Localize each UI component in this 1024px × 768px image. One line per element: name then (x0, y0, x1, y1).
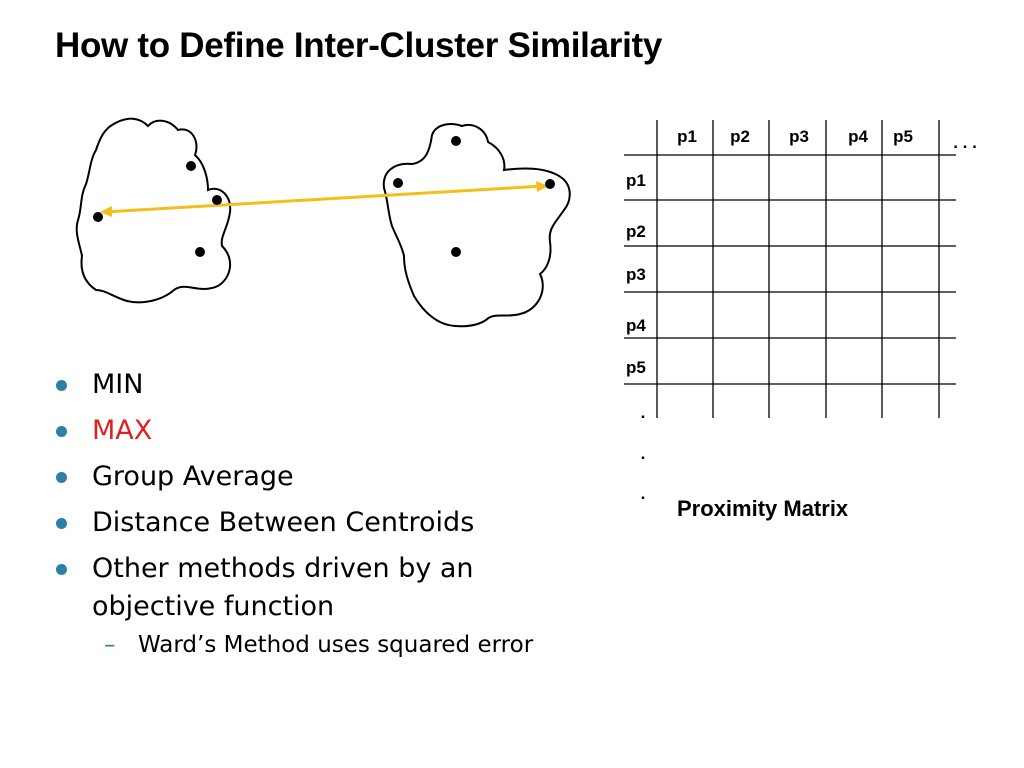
bullet-text: Distance Between Centroids (92, 507, 475, 538)
bullet-text: Group Average (92, 461, 294, 492)
row-ellipsis-dot: . (641, 403, 646, 422)
sub-bullet-item: – Ward’s Method uses squared error (92, 630, 658, 660)
bullet-item: Distance Between Centroids (55, 504, 572, 542)
bullet-text: Other methods driven by an objective fun… (92, 553, 474, 622)
col-header: p5 (893, 127, 913, 146)
bullet-dot-icon (56, 380, 67, 391)
col-header: p4 (848, 127, 868, 146)
bullet-text: MIN (92, 369, 144, 400)
col-header: p1 (677, 127, 697, 146)
dash-icon: – (104, 632, 116, 658)
bullet-item: MIN (55, 366, 572, 404)
bullet-item: Group Average (55, 458, 572, 496)
data-point (212, 195, 222, 205)
row-ellipsis-dot: . (641, 484, 646, 503)
row-header: p5 (626, 358, 646, 377)
cluster-left-outline (75, 117, 232, 304)
max-distance-line (103, 184, 545, 214)
data-point (93, 212, 103, 222)
sub-bullet-text: Ward’s Method uses squared error (138, 632, 534, 658)
cluster-right-outline (382, 123, 571, 328)
row-ellipsis-dot: . (641, 444, 646, 463)
data-point (186, 161, 196, 171)
sub-bullet-list: – Ward’s Method uses squared error (92, 630, 572, 660)
bullet-item: MAX (55, 412, 572, 450)
row-header: p3 (626, 265, 646, 284)
data-point (451, 136, 461, 146)
data-point (451, 247, 461, 257)
row-header: p4 (626, 316, 646, 335)
col-header: p3 (789, 127, 809, 146)
arrowhead-right-icon (536, 181, 548, 192)
col-header: p2 (730, 127, 750, 146)
bullet-dot-icon (56, 518, 67, 529)
data-point (545, 179, 555, 189)
col-ellipsis: . . . (953, 133, 977, 152)
slide-title: How to Define Inter-Cluster Similarity (55, 26, 663, 65)
bullet-dot-icon (56, 564, 67, 575)
proximity-matrix (624, 120, 956, 418)
row-header: p1 (626, 171, 646, 190)
bullet-dot-icon (56, 426, 67, 437)
bullet-dot-icon (56, 472, 67, 483)
bullet-text-highlight: MAX (92, 415, 153, 446)
row-header: p2 (626, 222, 646, 241)
bullet-list: MIN MAX Group Average Distance Between C… (55, 366, 572, 668)
data-point (393, 178, 403, 188)
arrowhead-left-icon (100, 206, 112, 217)
matrix-caption: Proximity Matrix (677, 496, 849, 521)
data-point (195, 247, 205, 257)
bullet-item: Other methods driven by an objective fun… (55, 550, 572, 660)
